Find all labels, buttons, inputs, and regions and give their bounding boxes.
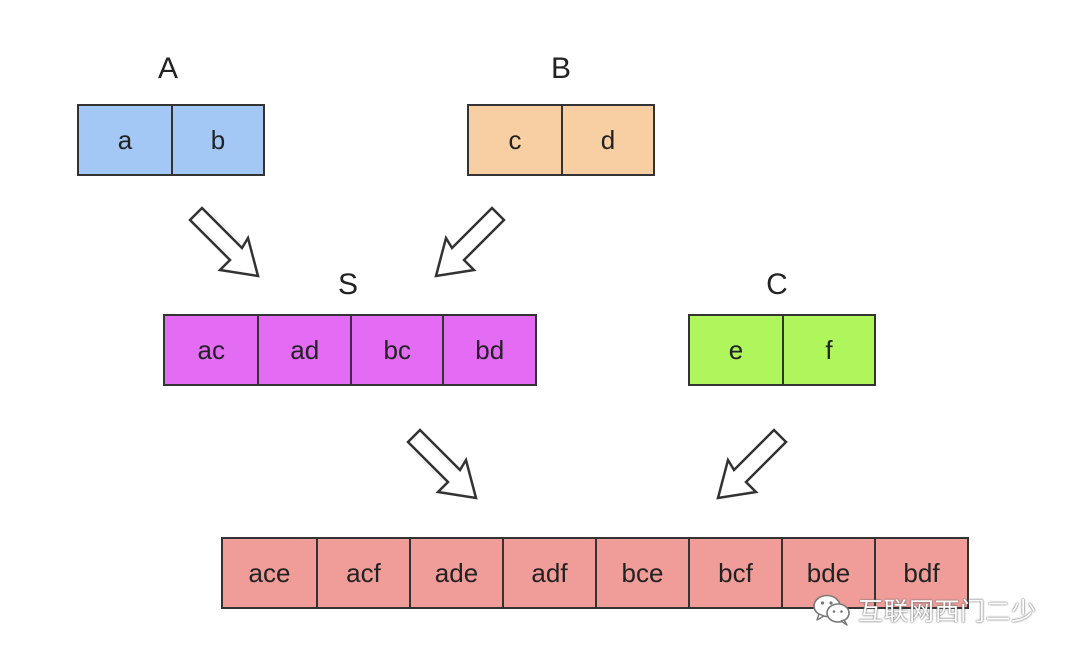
set-s-cell: ac <box>197 334 225 365</box>
result-cell: bcf <box>687 539 781 607</box>
set-a-label: A <box>157 52 178 85</box>
result-cell: ace <box>248 557 291 588</box>
arrow-c-to-result <box>716 428 788 500</box>
result-cell: bce <box>594 539 688 607</box>
set-a-cell: a <box>117 124 133 155</box>
arrow-b-to-s <box>434 206 506 278</box>
set-b-row: c d <box>467 104 655 176</box>
set-s-cell: bc <box>349 316 443 384</box>
arrow-s-to-result <box>406 428 478 500</box>
set-b-cell: c <box>508 124 522 155</box>
set-c-cell: e <box>728 334 744 365</box>
watermark-text: 互联网西门二少 <box>858 597 1037 626</box>
result-row: ace acf ade adf bce bcf bde bdf <box>221 537 969 609</box>
set-b-cell: d <box>560 106 653 174</box>
wechat-icon <box>813 594 850 626</box>
set-s-cell: ad <box>257 316 350 384</box>
result-cell: acf <box>315 539 409 607</box>
set-c-cell: f <box>781 316 874 384</box>
set-a-row: a b <box>77 104 265 176</box>
set-c-row: e f <box>688 314 876 386</box>
set-c-label: C <box>766 268 788 301</box>
result-cell: bde <box>780 539 874 607</box>
set-s-cell: bd <box>442 316 535 384</box>
arrow-a-to-s <box>188 206 260 278</box>
set-s-row: ac ad bc bd <box>163 314 537 386</box>
set-s-label: S <box>337 268 358 301</box>
result-cell: bdf <box>873 539 967 607</box>
result-cell: adf <box>501 539 595 607</box>
result-cell: ade <box>408 539 502 607</box>
set-b-label: B <box>550 52 571 85</box>
set-a-cell: b <box>170 106 263 174</box>
watermark: 互联网西门二少 <box>812 592 1037 628</box>
